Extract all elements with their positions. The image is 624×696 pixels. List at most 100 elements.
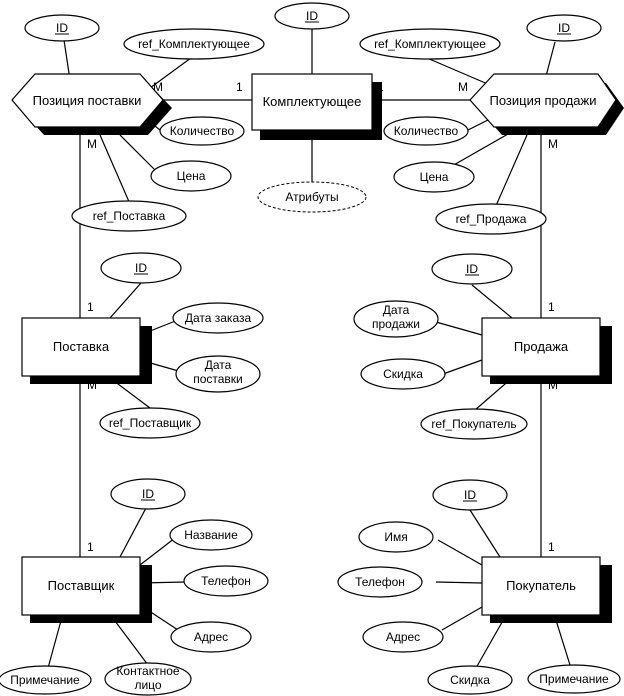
attr-line <box>471 284 513 319</box>
svg-text:ID: ID <box>466 262 478 276</box>
svg-text:Атрибуты: Атрибуты <box>285 190 338 204</box>
svg-text:Телефон: Телефон <box>201 574 251 588</box>
entity-name: Позиция поставки <box>33 93 142 108</box>
svg-text:ID: ID <box>558 21 570 35</box>
attr-cena: Цена <box>150 160 232 192</box>
svg-text:поставки: поставки <box>193 372 243 386</box>
attr-skidka: Скидка <box>427 665 513 695</box>
attr-line <box>554 616 571 666</box>
svg-text:Дата: Дата <box>205 358 232 372</box>
entity-name: Позиция продажи <box>490 93 597 108</box>
entity-postavka: Поставка <box>21 317 152 384</box>
attr-line <box>444 129 516 171</box>
entity-pozitsiya-postavki: Позиция поставки <box>11 73 172 135</box>
attr-ref-komplektuyushchee: ref_Комплектующее <box>123 28 265 60</box>
attr-line <box>494 134 528 209</box>
cardinality-one: 1 <box>548 540 555 554</box>
attr-data-postavki: Дата поставки <box>175 355 261 393</box>
attr-id: ID <box>431 253 513 285</box>
svg-text:ref_Комплектующее: ref_Комплектующее <box>374 37 486 51</box>
svg-text:продажи: продажи <box>372 317 420 331</box>
attr-line <box>119 134 156 171</box>
svg-text:ref_Покупатель: ref_Покупатель <box>431 417 516 431</box>
attr-id: ID <box>110 478 186 510</box>
entity-name: Продажа <box>514 339 569 354</box>
attr-ref-prodazha: ref_Продажа <box>435 203 547 235</box>
attr-cena: Цена <box>393 161 475 193</box>
cardinality-m: M <box>87 378 97 392</box>
cardinality-m: M <box>548 378 558 392</box>
attr-line <box>419 54 491 86</box>
attr-kolichestvo: Количество <box>383 116 469 146</box>
svg-text:Название: Название <box>184 528 238 542</box>
entity-name: Поставка <box>53 339 110 354</box>
attr-ref-komplektuyushchee: ref_Комплектующее <box>359 28 501 60</box>
attr-line <box>109 282 142 319</box>
svg-text:Телефон: Телефон <box>355 575 405 589</box>
entity-prodazha: Продажа <box>481 317 612 384</box>
attr-id: ID <box>526 14 602 42</box>
attr-primechanie: Примечание <box>527 664 621 694</box>
entity-pozitsiya-prodazhi: Позиция продажи <box>469 73 624 135</box>
attr-adres: Адрес <box>170 621 252 653</box>
svg-text:Имя: Имя <box>384 530 407 544</box>
cardinality-one: 1 <box>87 540 94 554</box>
svg-text:ID: ID <box>464 488 476 502</box>
cardinality-m: M <box>153 80 163 94</box>
attr-ref-pokupatel: ref_Покупатель <box>420 408 528 440</box>
svg-text:Дата заказа: Дата заказа <box>185 311 252 325</box>
attr-line <box>99 134 131 205</box>
attr-line <box>149 54 196 89</box>
attr-atributy: Атрибуты <box>257 181 367 213</box>
attr-id: ID <box>432 479 508 511</box>
entity-name: Поставщик <box>48 578 115 593</box>
attr-line <box>119 507 147 558</box>
attr-telefon: Телефон <box>183 565 269 597</box>
entity-pokupatel: Покупатель <box>481 556 612 623</box>
attr-line <box>469 509 501 558</box>
attr-line <box>63 39 71 81</box>
attr-id: ID <box>100 252 182 284</box>
attr-line <box>442 359 483 375</box>
connector-lines <box>47 28 571 669</box>
attr-imya: Имя <box>358 521 434 553</box>
svg-text:ref_Поставка: ref_Поставка <box>93 209 166 223</box>
attr-line <box>435 321 483 336</box>
attr-ref-postavshik: ref_Поставщик <box>99 407 201 439</box>
entity-name: Комплектующее <box>263 94 362 109</box>
cardinality-one: 1 <box>236 80 243 94</box>
svg-text:ref_Продажа: ref_Продажа <box>456 212 527 226</box>
cardinality-m: M <box>87 137 97 151</box>
svg-text:Скидка: Скидка <box>450 673 490 687</box>
attr-kolichestvo: Количество <box>159 116 245 146</box>
attr-adres: Адрес <box>362 621 444 653</box>
attr-skidka: Скидка <box>360 358 446 390</box>
attr-line <box>111 616 149 666</box>
svg-text:Дата: Дата <box>383 303 410 317</box>
svg-text:ID: ID <box>142 487 154 501</box>
entity-postavshik: Поставщик <box>21 556 152 623</box>
cardinality-m: M <box>548 137 558 151</box>
attr-line <box>435 581 483 584</box>
attr-id: ID <box>274 2 350 30</box>
cardinality-one: 1 <box>87 300 94 314</box>
svg-text:ID: ID <box>306 9 318 23</box>
attr-kontaktnoe-litso: Контактное лицо <box>104 662 192 696</box>
attr-line <box>475 616 506 669</box>
svg-text:Контактное: Контактное <box>116 664 180 678</box>
attr-line <box>441 606 483 631</box>
entity-name: Покупатель <box>506 578 576 593</box>
svg-text:Примечание: Примечание <box>10 673 80 687</box>
attr-telefon: Телефон <box>337 566 423 598</box>
svg-text:Количество: Количество <box>170 124 235 138</box>
attr-line <box>437 539 483 566</box>
svg-text:ref_Комплектующее: ref_Комплектующее <box>138 37 250 51</box>
svg-text:лицо: лицо <box>134 678 161 692</box>
attr-id: ID <box>24 14 100 42</box>
svg-text:Примечание: Примечание <box>539 672 609 686</box>
attr-data-zakaza: Дата заказа <box>172 302 264 334</box>
svg-text:Адрес: Адрес <box>386 630 420 644</box>
svg-text:Адрес: Адрес <box>194 630 228 644</box>
attr-line <box>139 537 176 566</box>
